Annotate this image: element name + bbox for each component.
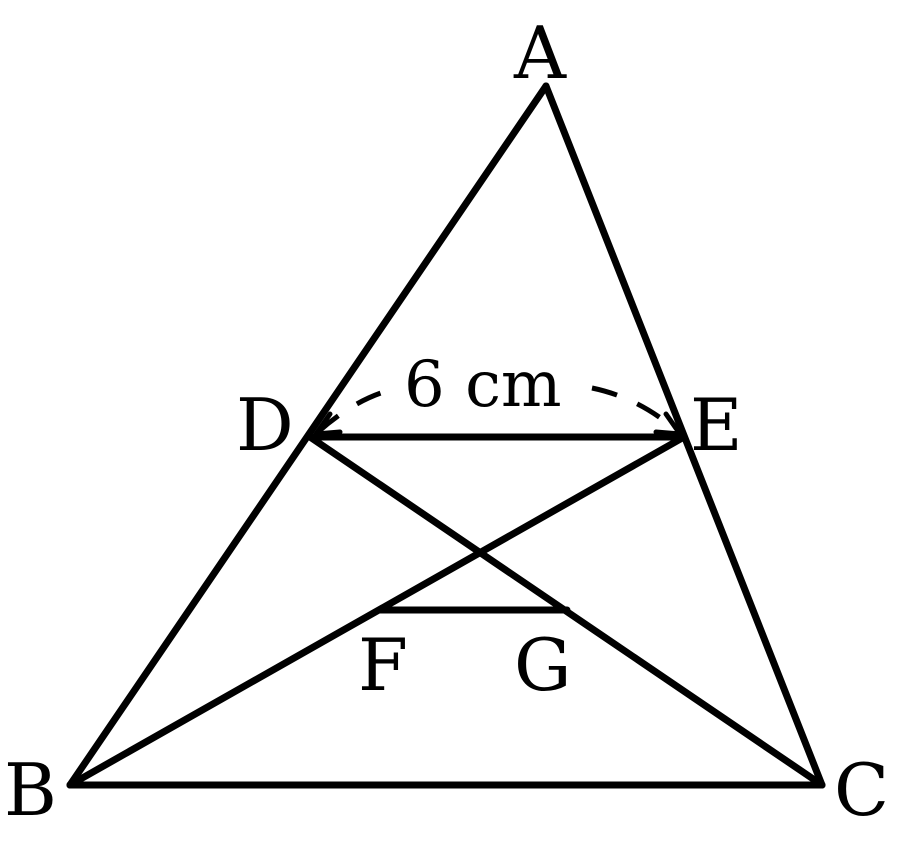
measurement-arc-DE-right — [591, 385, 680, 434]
label-E: E — [690, 383, 743, 467]
label-G: G — [514, 623, 572, 707]
label-C: C — [834, 748, 889, 832]
measurement-arc-DE — [316, 385, 401, 434]
label-B: B — [4, 748, 57, 832]
measurement-label-DE: 6 cm — [404, 348, 562, 422]
arrowhead-left-icon — [313, 411, 343, 437]
label-A: A — [513, 11, 567, 95]
arrowhead-right-icon — [653, 411, 683, 437]
label-D: D — [236, 383, 294, 467]
label-F: F — [358, 623, 408, 707]
